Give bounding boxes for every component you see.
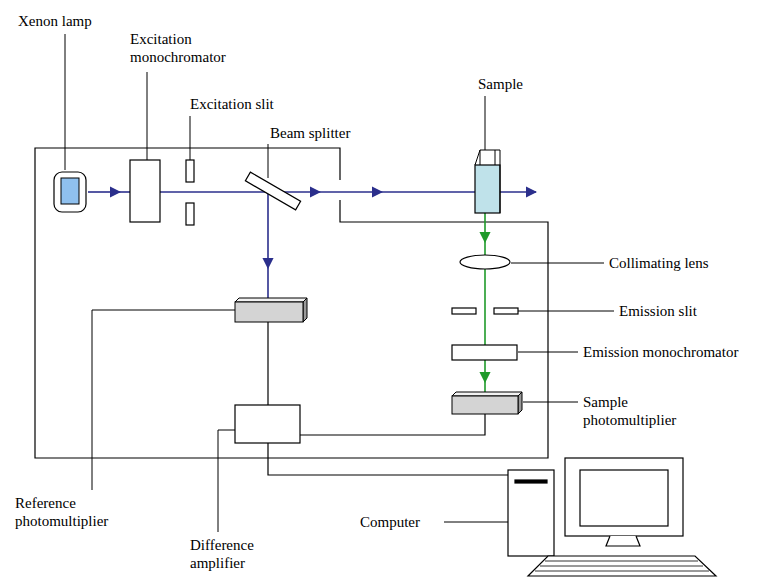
slit-jaw <box>452 308 476 314</box>
part-label: Beam splitter <box>270 124 390 142</box>
monochromator-box <box>130 160 160 222</box>
cuvette-top <box>475 150 500 213</box>
lamp-housing <box>54 172 86 212</box>
part-label: Xenon lamp <box>18 12 128 30</box>
part-label: Emission slit <box>619 302 759 320</box>
computer-symbol <box>508 458 716 576</box>
instrument-housing <box>35 148 548 458</box>
slit-jaw <box>186 203 194 225</box>
slit-jaw <box>494 308 518 314</box>
part-label: Reference photomultiplier <box>15 494 165 530</box>
leader-lines <box>65 34 614 532</box>
part-label: Emission monochromator <box>583 343 778 361</box>
amplifier-box <box>235 405 300 443</box>
photomultiplier-symbol <box>452 392 522 414</box>
part-label: Sample photomultiplier <box>583 393 708 429</box>
part-label: Sample <box>478 75 558 93</box>
part-label: Collimating lens <box>609 254 759 272</box>
sample-cuvette <box>475 165 500 213</box>
emission-beam <box>484 213 486 392</box>
part-label: Excitation monochromator <box>130 30 260 66</box>
part-label: Computer <box>360 513 450 531</box>
lens-symbol <box>460 255 510 269</box>
part-label: Difference amplifier <box>190 536 300 572</box>
part-label: Excitation slit <box>190 95 310 113</box>
photomultiplier-symbol <box>235 298 307 322</box>
slit-jaw <box>186 160 194 182</box>
beam-splitter-plate <box>245 172 300 210</box>
lamp-bulb <box>61 178 79 204</box>
monochromator-box <box>452 345 517 360</box>
